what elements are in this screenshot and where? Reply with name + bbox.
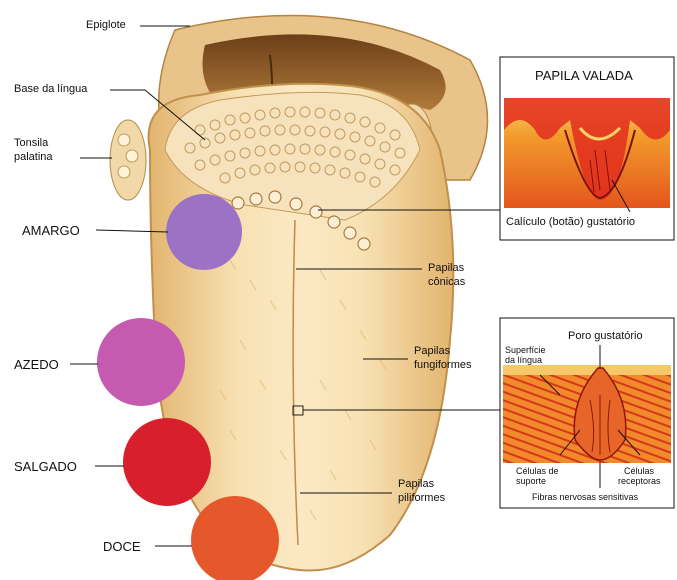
label-azedo: AZEDO bbox=[14, 357, 59, 372]
inset-label-suporte-1: Células de bbox=[516, 466, 559, 476]
inset-label-fibras: Fibras nervosas sensitivas bbox=[532, 492, 638, 502]
label-epiglote: Epiglote bbox=[86, 19, 126, 32]
taste-zone-salgado bbox=[123, 418, 211, 506]
inset-label-receptoras-1: Células bbox=[624, 466, 654, 476]
inset-papila-valada bbox=[500, 57, 674, 240]
label-amargo: AMARGO bbox=[22, 223, 80, 238]
inset-label-superficie-1: Superfície bbox=[505, 345, 546, 355]
label-tonsila-palatina-2: palatina bbox=[14, 151, 53, 164]
inset-label-poro-gustatorio: Poro gustatório bbox=[568, 330, 643, 343]
label-papilas-piliformes-1: Papilas bbox=[398, 478, 434, 491]
label-papilas-fungiformes-2: fungiformes bbox=[414, 359, 471, 372]
label-papilas-conicas-2: cônicas bbox=[428, 276, 465, 289]
label-salgado: SALGADO bbox=[14, 459, 77, 474]
inset-title-papila-valada: PAPILA VALADA bbox=[535, 68, 633, 83]
taste-zone-amargo bbox=[166, 194, 242, 270]
inset-label-receptoras-2: receptoras bbox=[618, 476, 661, 486]
inset-label-suporte-2: suporte bbox=[516, 476, 546, 486]
label-papilas-piliformes-2: piliformes bbox=[398, 492, 445, 505]
label-doce: DOCE bbox=[103, 539, 141, 554]
inset-caption-caliculo: Calículo (botão) gustatório bbox=[506, 216, 635, 229]
label-papilas-fungiformes-1: Papilas bbox=[414, 345, 450, 358]
inset-label-superficie-2: da língua bbox=[505, 355, 542, 365]
taste-zone-azedo bbox=[97, 318, 185, 406]
tonsil-left bbox=[110, 120, 146, 200]
label-tonsila-palatina-1: Tonsila bbox=[14, 137, 48, 150]
label-base-da-lingua: Base da língua bbox=[14, 83, 87, 96]
taste-zone-doce bbox=[191, 496, 279, 580]
label-papilas-conicas-1: Papilas bbox=[428, 262, 464, 275]
